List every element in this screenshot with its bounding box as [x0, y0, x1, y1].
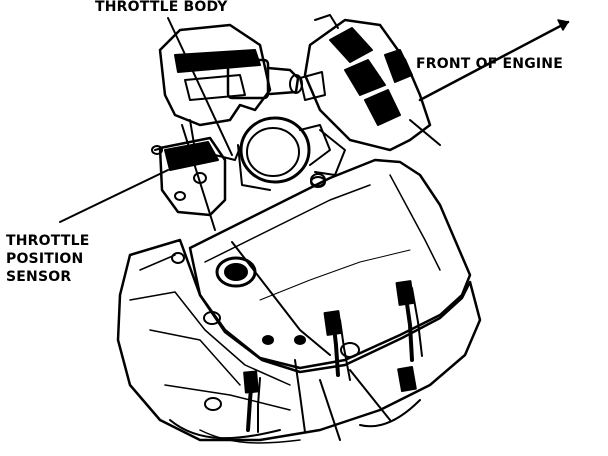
tps-label-line2: POSITION: [6, 251, 84, 267]
tps-label-line1: THROTTLE: [6, 233, 90, 249]
front-of-engine-label: FRONT OF ENGINE: [416, 56, 563, 72]
callout-lines: [59, 17, 570, 223]
spark-plug-wires: [169, 280, 423, 444]
oil-filler-cap: [215, 256, 257, 288]
cylinder-head: [116, 176, 482, 442]
throttle-body-label: THROTTLE BODY: [95, 0, 228, 15]
throttle-position-sensor: [151, 136, 227, 217]
distributor: [299, 14, 441, 187]
tps-label-line3: SENSOR: [6, 269, 72, 285]
throttle-position-sensor-label: THROTTLE POSITION SENSOR: [6, 232, 89, 286]
